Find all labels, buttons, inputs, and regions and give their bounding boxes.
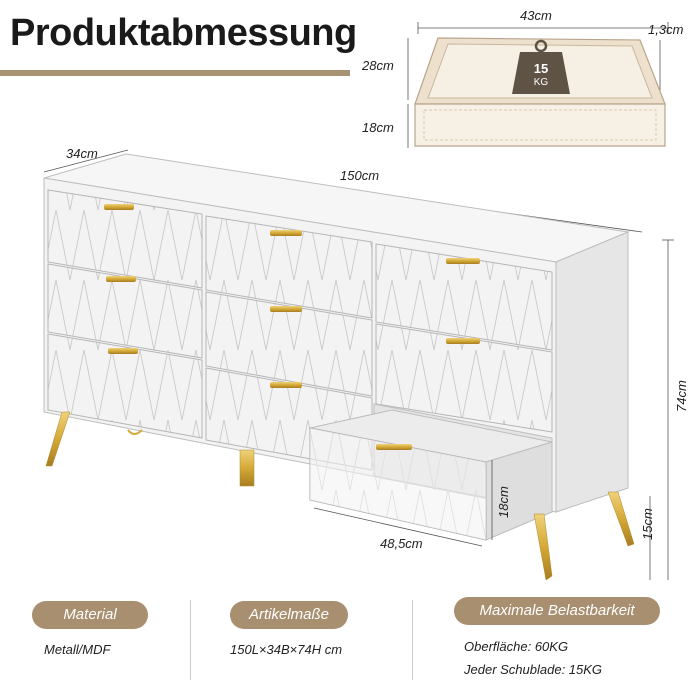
weight-unit: KG (533, 77, 549, 88)
drawer-thickness-label: 1,3cm (648, 22, 684, 37)
handle-icons (104, 204, 480, 450)
dim-line-depth (43, 149, 129, 173)
weight-value: 15 (533, 61, 549, 76)
title-underline (0, 70, 350, 76)
dimensions-pill: Artikelmaße (230, 601, 348, 629)
front-drawer-width-label: 48,5cm (380, 536, 423, 551)
capacity-drawer: Jeder Schublade: 15KG (464, 662, 603, 677)
weight-icon (512, 39, 570, 94)
dresser-illustration (43, 22, 674, 581)
page-title: Produktabmessung (10, 12, 357, 54)
dim-line-drawer-width-front (313, 507, 483, 547)
material-value: Metall/MDF (44, 642, 111, 657)
drawer-detail (407, 22, 669, 148)
dresser-width-label: 150cm (340, 168, 380, 183)
leg-height-label: 15cm (640, 508, 655, 540)
spec-divider-1 (190, 600, 191, 680)
drawer-width-label: 43cm (520, 8, 552, 23)
weight-label: 15 KG (522, 62, 560, 90)
leg-icons (45, 411, 635, 581)
spec-divider-2 (412, 600, 413, 680)
drawer-depth-label: 28cm (362, 58, 394, 73)
dresser-depth-label: 34cm (66, 146, 98, 161)
dresser (43, 149, 674, 581)
front-drawer-height-label: 18cm (496, 486, 511, 518)
dimensions-value: 150L×34B×74H cm (230, 642, 343, 657)
capacity-pill: Maximale Belastbarkeit (454, 597, 660, 625)
material-pill: Material (32, 601, 148, 629)
capacity-surface: Oberfläche: 60KG (464, 639, 569, 654)
drawer-height-label: 18cm (362, 120, 394, 135)
dresser-height-label: 74cm (674, 380, 689, 412)
